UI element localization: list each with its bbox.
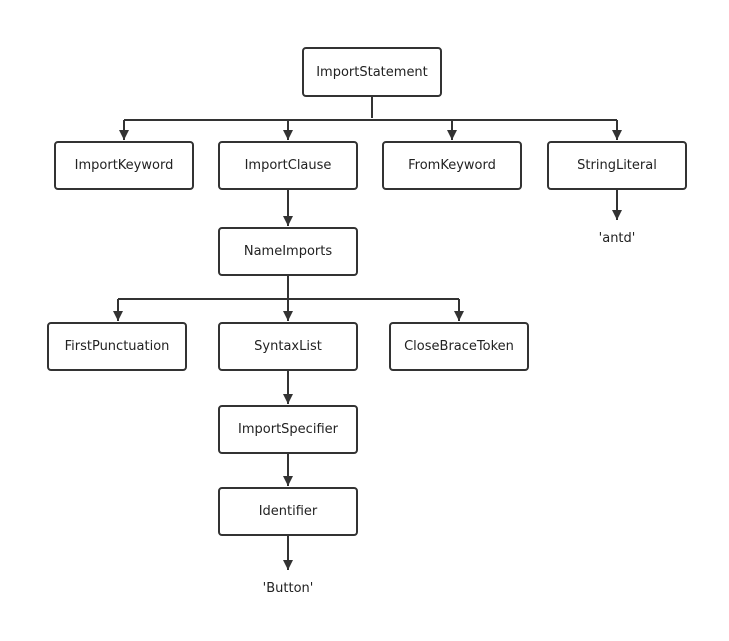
leaf-antd: 'antd': [598, 231, 636, 246]
node-first-punctuation: FirstPunctuation: [47, 322, 187, 371]
node-import-statement: ImportStatement: [302, 47, 442, 97]
node-string-literal: StringLiteral: [547, 141, 687, 190]
node-identifier: Identifier: [218, 487, 358, 536]
node-import-specifier: ImportSpecifier: [218, 405, 358, 454]
leaf-button: 'Button': [262, 581, 314, 596]
node-syntax-list: SyntaxList: [218, 322, 358, 371]
node-import-keyword: ImportKeyword: [54, 141, 194, 190]
node-close-brace-token: CloseBraceToken: [389, 322, 529, 371]
node-import-clause: ImportClause: [218, 141, 358, 190]
node-from-keyword: FromKeyword: [382, 141, 522, 190]
node-name-imports: NameImports: [218, 227, 358, 276]
